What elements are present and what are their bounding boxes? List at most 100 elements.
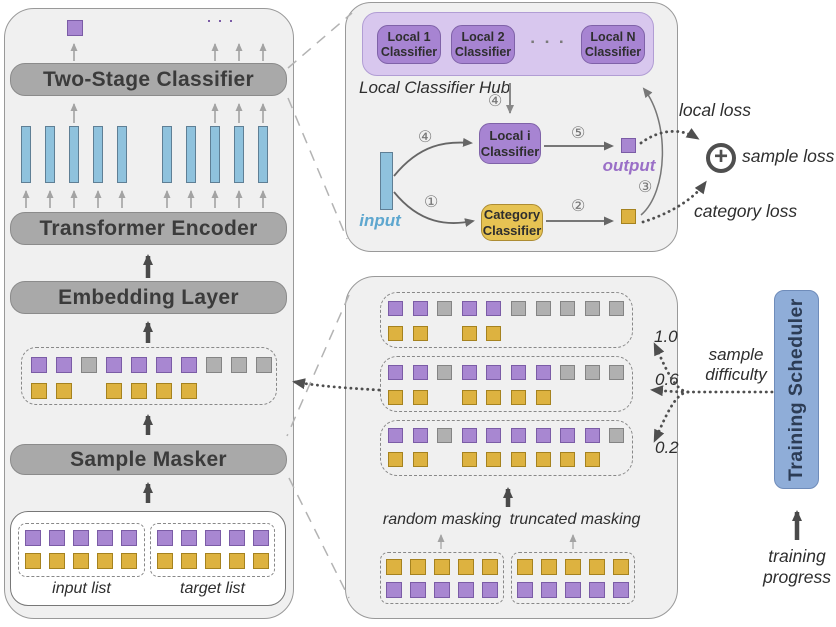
hidden-state-gap xyxy=(127,126,162,183)
purple-token xyxy=(205,530,221,546)
difficulty-value-1: 1.0 xyxy=(654,327,678,346)
purple-token xyxy=(181,357,197,373)
purple-token xyxy=(412,301,428,316)
yellow-token xyxy=(461,452,477,467)
difficulty-row-3-top xyxy=(388,428,625,443)
difficulty-value-3: 0.2 xyxy=(655,438,679,457)
yellow-token xyxy=(589,559,605,575)
target-list-label: target list xyxy=(180,580,245,597)
difficulty-row-2-bottom xyxy=(388,390,624,405)
category-loss-label: category loss xyxy=(694,201,798,221)
difficulty-row-3-box xyxy=(380,420,633,476)
difficulty-row-3-bottom xyxy=(388,452,624,467)
yellow-token xyxy=(106,383,122,399)
purple-token xyxy=(31,357,47,373)
empty-slot xyxy=(609,390,624,405)
purple-token xyxy=(131,357,147,373)
purple-token xyxy=(121,530,137,546)
masked-token xyxy=(560,301,576,316)
input-label: input xyxy=(359,211,401,230)
predicted-token-group xyxy=(208,20,232,22)
purple-token xyxy=(106,357,122,373)
masked-token xyxy=(584,301,600,316)
sample-masker-bar: Sample Masker xyxy=(10,444,287,475)
hidden-state-bar xyxy=(210,126,220,183)
output-label: output xyxy=(602,156,656,175)
local-i-line2: Classifier xyxy=(480,143,540,159)
purple-token xyxy=(229,530,245,546)
plus-glyph: + xyxy=(713,143,728,170)
empty-slot xyxy=(536,326,551,341)
callout-lines xyxy=(286,12,353,599)
yellow-token xyxy=(156,383,172,399)
training-scheduler-box: Training Scheduler xyxy=(774,290,819,489)
purple-token xyxy=(97,530,113,546)
difficulty-value-2: 0.6 xyxy=(655,370,679,389)
purple-token xyxy=(181,530,197,546)
local-loss-label: local loss xyxy=(679,100,751,120)
yellow-token xyxy=(482,559,498,575)
empty-slot xyxy=(256,383,272,399)
purple-token xyxy=(25,530,41,546)
purple-token xyxy=(388,428,403,443)
yellow-token xyxy=(49,553,65,569)
masked-token xyxy=(609,365,625,380)
purple-token xyxy=(49,530,65,546)
purple-token xyxy=(535,428,551,443)
purple-token xyxy=(560,428,576,443)
purple-token xyxy=(412,365,428,380)
purple-token xyxy=(253,530,269,546)
difficulty-row-1-bottom xyxy=(388,326,624,341)
purple-token xyxy=(486,428,502,443)
masked-token xyxy=(560,365,576,380)
yellow-token xyxy=(517,559,533,575)
step-1: ① xyxy=(424,194,439,211)
purple-token xyxy=(482,582,498,598)
empty-slot xyxy=(437,452,452,467)
masked-token xyxy=(81,357,97,373)
yellow-token xyxy=(461,390,477,405)
sample-difficulty-label: sample difficulty xyxy=(705,345,767,384)
masked-token xyxy=(206,357,222,373)
purple-token xyxy=(486,301,502,316)
yellow-token xyxy=(388,452,403,467)
category-classifier-box: Category Classifier xyxy=(481,204,543,241)
local-n-classifier-box: Local N Classifier xyxy=(581,25,645,64)
purple-token xyxy=(56,357,72,373)
purple-token xyxy=(156,357,172,373)
purple-token xyxy=(486,365,502,380)
yellow-token xyxy=(410,559,426,575)
purple-token xyxy=(517,582,533,598)
random-masking-label: random masking xyxy=(382,511,502,528)
empty-slot xyxy=(609,326,624,341)
yellow-token xyxy=(535,390,551,405)
yellow-token xyxy=(458,559,474,575)
yellow-token xyxy=(157,553,173,569)
input-list-box xyxy=(18,523,145,577)
hidden-state-group-left xyxy=(21,126,127,183)
yellow-token xyxy=(412,452,428,467)
purple-token xyxy=(458,582,474,598)
yellow-token xyxy=(510,452,526,467)
purple-token xyxy=(208,20,210,22)
transformer-encoder-label: Transformer Encoder xyxy=(39,216,258,240)
purple-token xyxy=(73,530,89,546)
purple-token xyxy=(412,428,428,443)
local-2-classifier-box: Local 2 Classifier xyxy=(451,25,515,64)
input-list-top-row xyxy=(25,530,137,546)
input-list-bottom-row xyxy=(25,553,137,569)
yellow-token xyxy=(560,452,576,467)
hidden-state-bar xyxy=(162,126,172,183)
hidden-state-group-right xyxy=(162,126,268,183)
difficulty-row-1-top xyxy=(388,301,625,316)
hidden-state-bar xyxy=(258,126,268,183)
sum-plus-icon: + xyxy=(706,143,736,173)
yellow-token xyxy=(181,553,197,569)
hidden-state-bar xyxy=(21,126,31,183)
yellow-token xyxy=(73,553,89,569)
yellow-token xyxy=(56,383,72,399)
masked-token xyxy=(535,301,551,316)
yellow-token xyxy=(486,326,502,341)
yellow-token xyxy=(584,452,600,467)
